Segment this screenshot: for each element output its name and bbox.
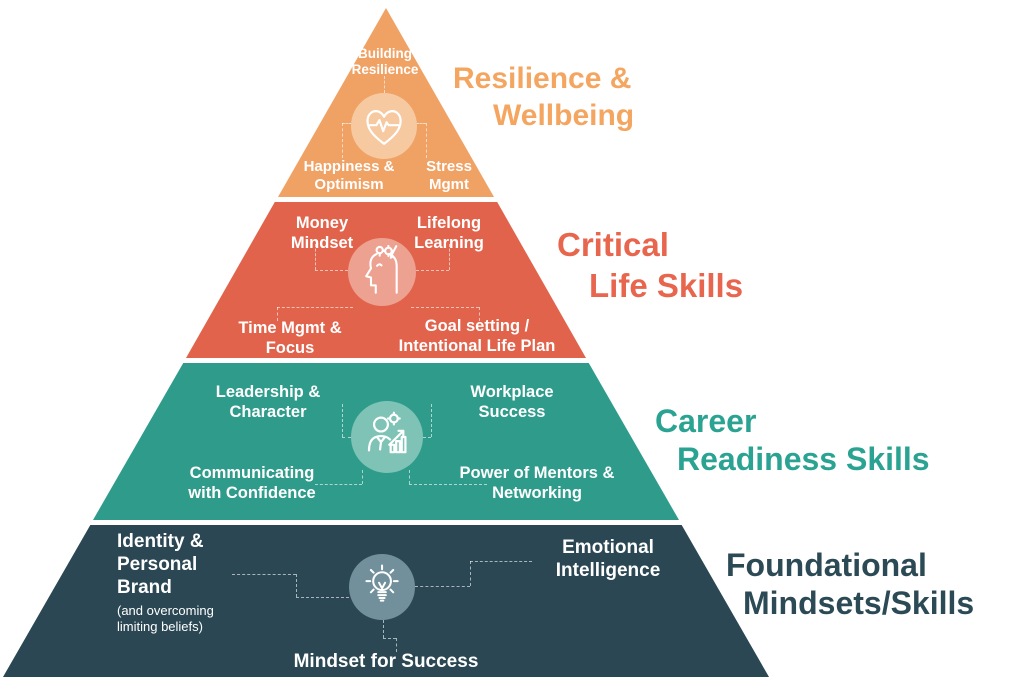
heart-pulse-icon [351, 93, 417, 159]
connector-dash [416, 123, 426, 124]
item-goal-setting: Goal setting / Intentional Life Plan [398, 317, 556, 356]
item-leadership-character: Leadership & Character [215, 383, 321, 422]
connector-dash [296, 597, 349, 598]
connector-dash [479, 307, 480, 321]
connector-dash [409, 484, 487, 485]
connector-dash [277, 307, 353, 308]
level-title-line: Critical [557, 226, 669, 263]
item-power-of-mentors: Power of Mentors & Networking [459, 464, 615, 503]
connector-dash [342, 404, 343, 437]
item-mindset-for-success: Mindset for Success [293, 651, 479, 672]
item-happiness-optimism: Happiness & Optimism [303, 158, 395, 194]
item-lifelong-learning: Lifelong Learning [414, 214, 484, 253]
item-time-mgmt-focus: Time Mgmt & Focus [238, 319, 342, 358]
level-title-resilience-wellbeing: Resilience & Wellbeing [453, 60, 634, 134]
level-title-line: Career [655, 403, 757, 439]
item-workplace-success: Workplace Success [470, 383, 554, 422]
level-title-line: Life Skills [589, 267, 744, 304]
creative-mind-icon [348, 238, 416, 306]
item-identity-personal-brand: Identity & Personal Brand [117, 531, 204, 599]
level-title-line: Foundational [726, 547, 927, 583]
connector-dash [383, 620, 384, 638]
connector-dash [449, 244, 450, 270]
connector-dash [342, 123, 343, 158]
connector-dash [342, 123, 352, 124]
connector-dash [315, 270, 348, 271]
level-title-critical-life-skills: Critical Life Skills [557, 224, 743, 306]
level-title-foundational-mindsets: Foundational Mindsets/Skills [726, 546, 974, 622]
item-identity-note: (and overcoming limiting beliefs) [117, 603, 214, 635]
connector-dash [383, 638, 396, 639]
connector-dash [409, 470, 410, 484]
level-title-line: Resilience & [453, 62, 632, 95]
item-communicating-confidence: Communicating with Confidence [188, 464, 316, 503]
level-title-line: Mindsets/Skills [743, 585, 975, 621]
connector-dash [296, 574, 297, 597]
connector-dash [277, 307, 278, 321]
connector-dash [315, 244, 316, 270]
connector-dash [470, 561, 471, 586]
connector-dash [416, 270, 449, 271]
item-stress-mgmt: Stress Mgmt [426, 158, 472, 194]
connector-dash [232, 574, 296, 575]
connector-dash [342, 437, 351, 438]
career-growth-icon [351, 401, 423, 473]
connector-dash [431, 404, 432, 437]
connector-dash [411, 307, 479, 308]
item-building-resilience: Building Resilience [351, 46, 419, 78]
level-title-line: Readiness Skills [677, 441, 930, 477]
level-title-career-readiness-skills: Career Readiness Skills [655, 402, 930, 478]
connector-dash [470, 561, 532, 562]
connector-dash [396, 638, 397, 652]
connector-dash [362, 470, 363, 484]
lightbulb-icon [349, 554, 415, 620]
level-title-line: Wellbeing [493, 99, 635, 132]
connector-dash [384, 76, 385, 93]
connector-dash [415, 586, 470, 587]
item-emotional-intelligence: Emotional Intelligence [555, 537, 661, 582]
item-money-mindset: Money Mindset [290, 214, 354, 253]
connector-dash [315, 484, 362, 485]
connector-dash [426, 123, 427, 158]
connector-dash [423, 437, 431, 438]
